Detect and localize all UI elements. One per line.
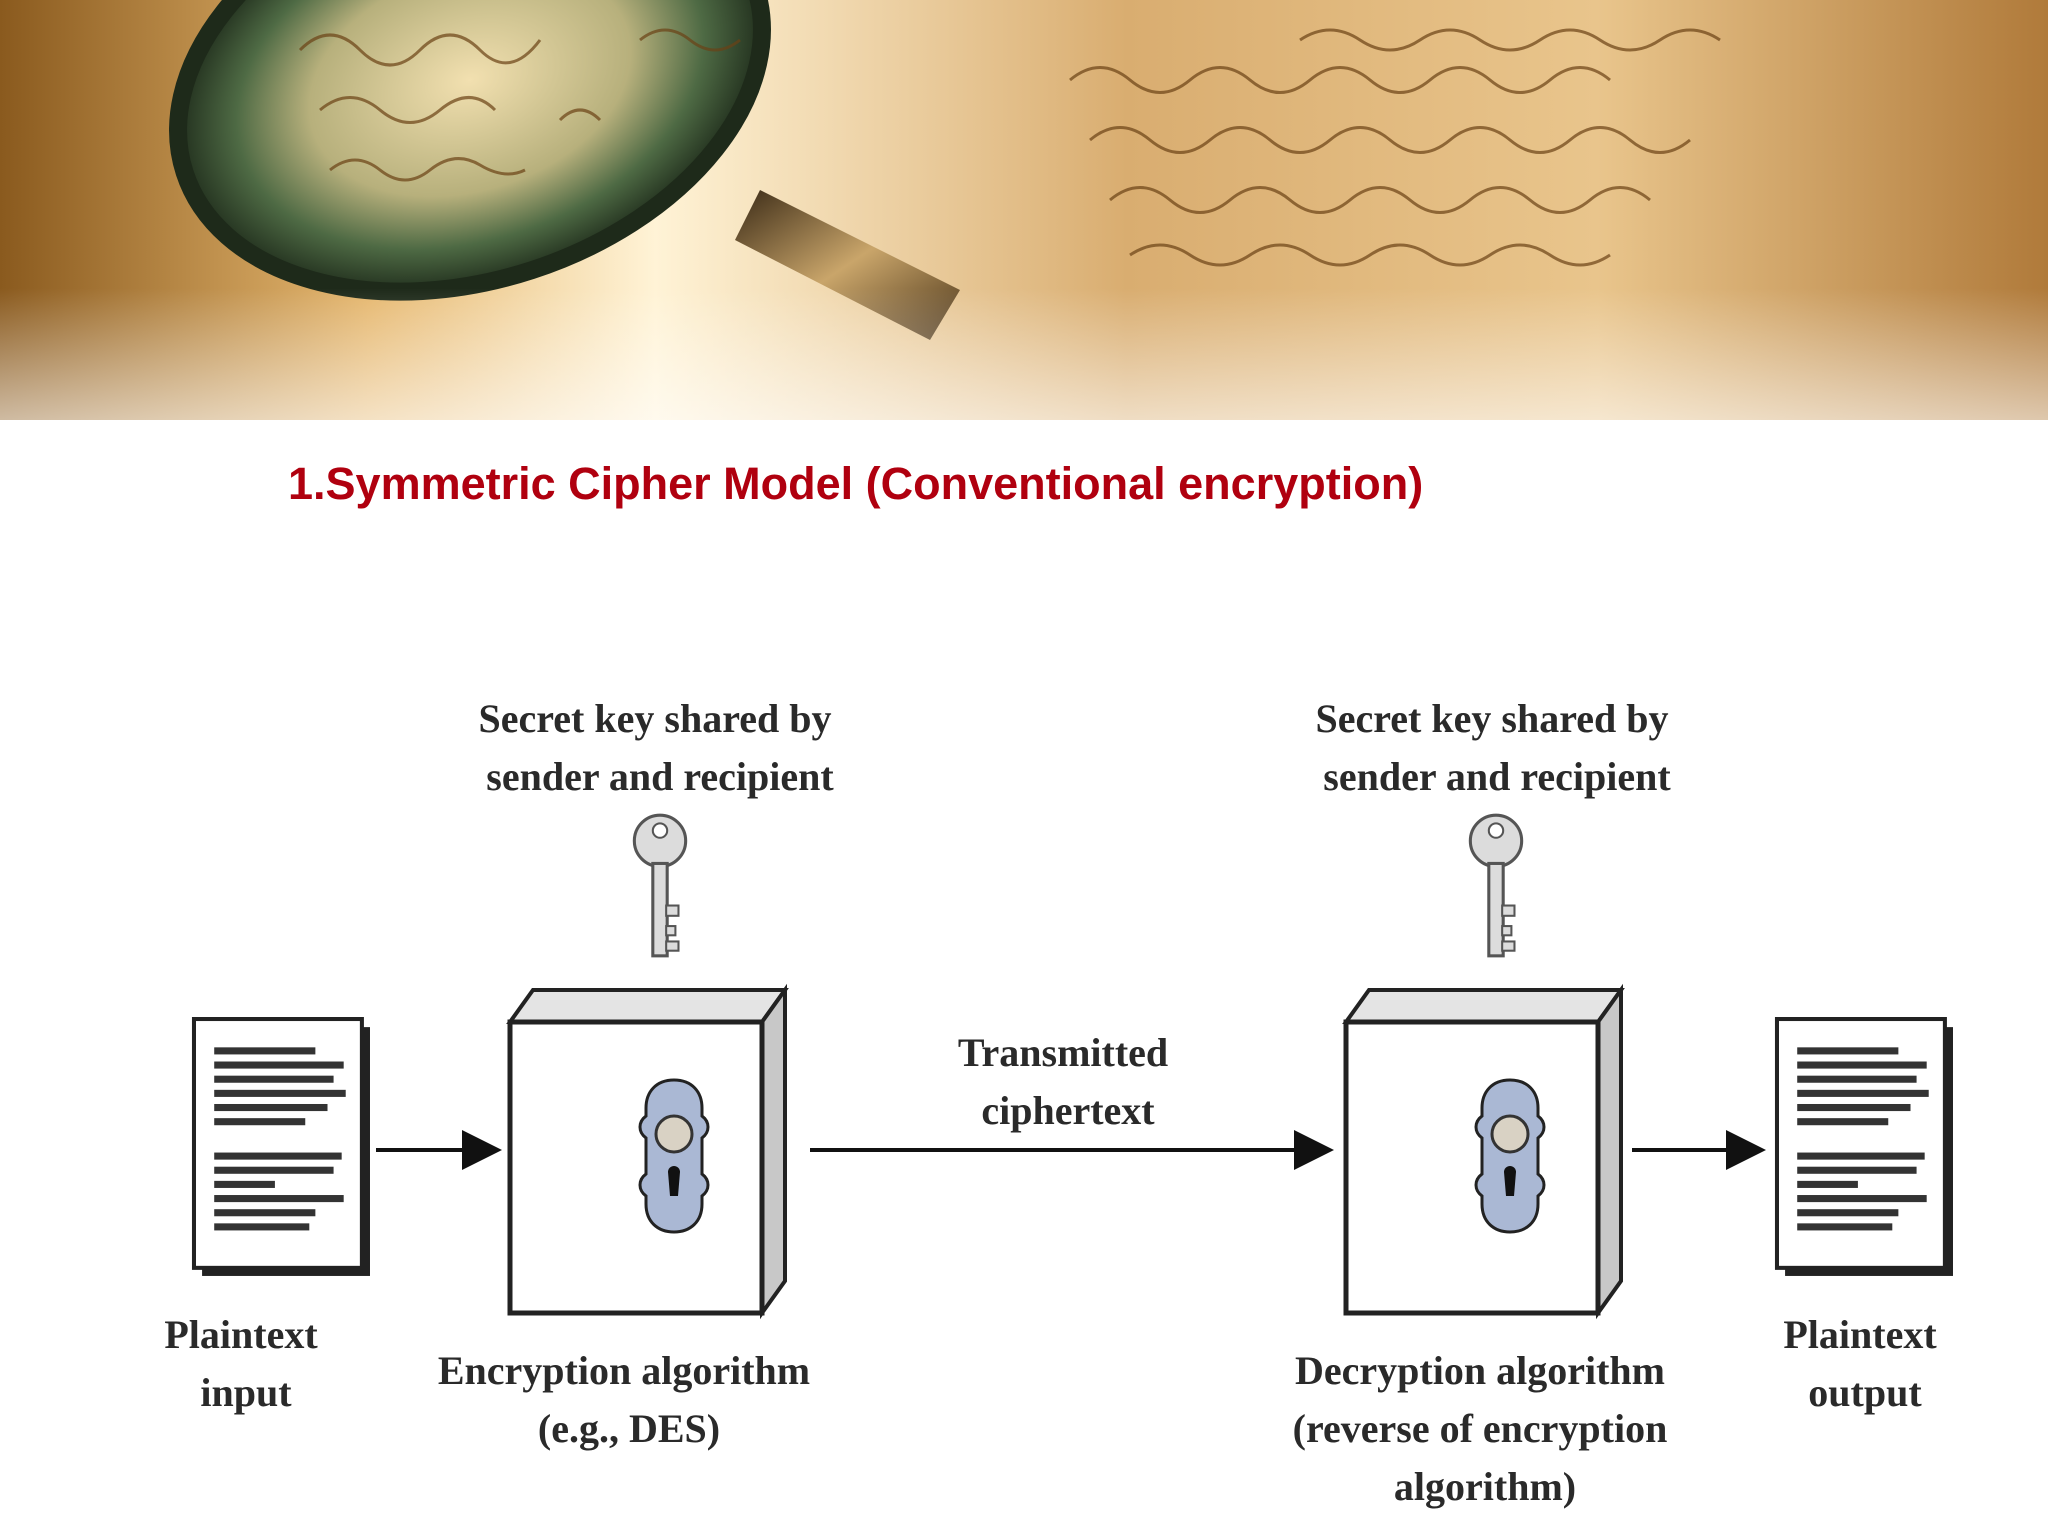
plaintext-input-label: Plaintext input bbox=[164, 1312, 327, 1415]
header-banner bbox=[0, 0, 2048, 640]
decryption-box bbox=[1342, 983, 1625, 1320]
decryption-algorithm-label: Decryption algorithm (reverse of encrypt… bbox=[1293, 1348, 1678, 1509]
keyhole-lock-icon bbox=[638, 1078, 710, 1234]
slide-title: 1.Symmetric Cipher Model (Conventional e… bbox=[288, 458, 1424, 509]
key-label-left: Secret key shared by sender and recipien… bbox=[479, 696, 842, 799]
encryption-box bbox=[506, 983, 789, 1320]
encryption-algorithm-label: Encryption algorithm (e.g., DES) bbox=[438, 1348, 820, 1451]
document-icon bbox=[194, 1019, 370, 1276]
transmitted-ciphertext-label: Transmitted ciphertext bbox=[958, 1030, 1178, 1133]
plaintext-output-label: Plaintext output bbox=[1783, 1312, 1946, 1415]
key-label-right: Secret key shared by sender and recipien… bbox=[1316, 696, 1679, 799]
document-icon bbox=[1777, 1019, 1953, 1276]
key-icon bbox=[632, 813, 688, 958]
key-icon bbox=[1468, 813, 1524, 958]
keyhole-lock-icon bbox=[1474, 1078, 1546, 1234]
